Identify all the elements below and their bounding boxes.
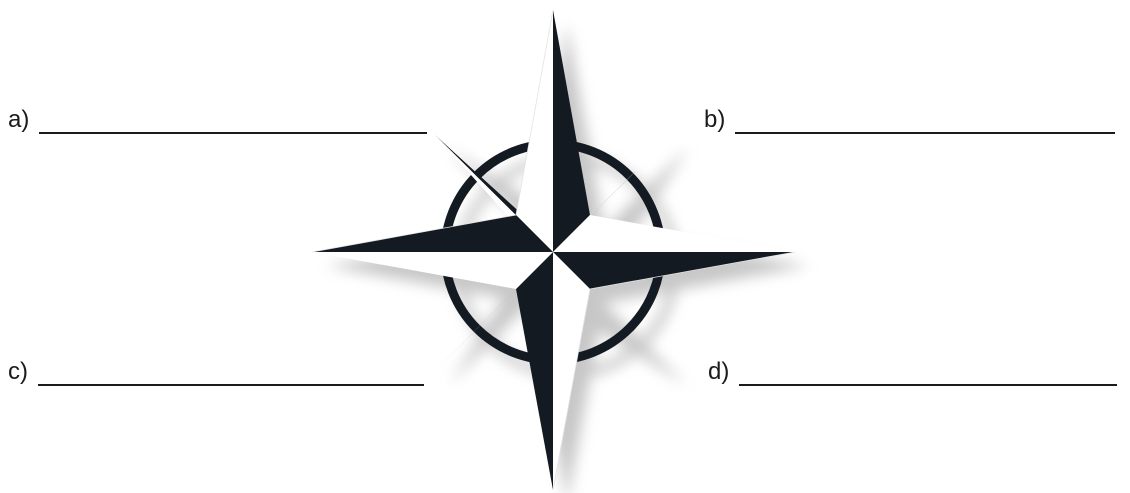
cardinal-points	[312, 10, 795, 490]
